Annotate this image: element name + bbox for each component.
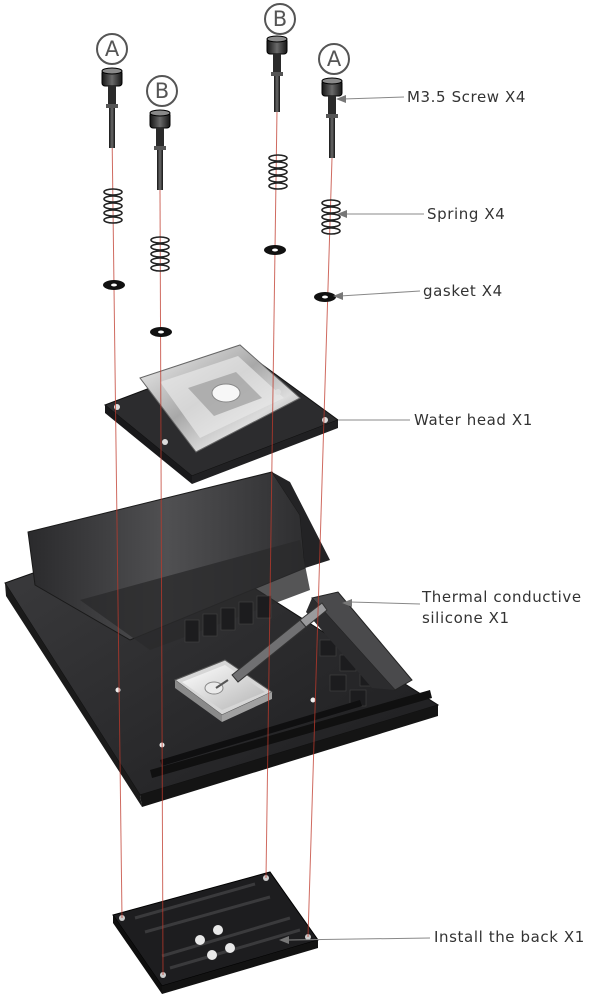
motherboard bbox=[4, 471, 440, 807]
gasket-b-left bbox=[150, 327, 172, 337]
screw-a-left bbox=[101, 67, 123, 148]
label-water-head: Water head X1 bbox=[414, 411, 533, 429]
guide-line-a-left bbox=[111, 129, 123, 919]
marker-a-right: A bbox=[318, 43, 350, 75]
screw-a-right bbox=[321, 77, 343, 158]
guide-line-b-left bbox=[159, 189, 164, 976]
leader-gasket bbox=[339, 290, 421, 297]
screw-b-left bbox=[149, 109, 171, 190]
gaskets bbox=[103, 245, 336, 337]
leader-arrowheads bbox=[279, 95, 352, 944]
marker-b-right: B bbox=[264, 3, 296, 35]
label-backplate: Install the back X1 bbox=[434, 928, 585, 946]
marker-a-left: A bbox=[96, 33, 128, 65]
gasket-a-right bbox=[314, 292, 336, 302]
label-thermal-line2: silicone X1 bbox=[422, 609, 510, 627]
guide-line-a-right bbox=[307, 157, 333, 938]
label-thermal-line1: Thermal conductive bbox=[422, 588, 582, 606]
water-block bbox=[104, 344, 340, 484]
leader-lines bbox=[287, 96, 431, 941]
marker-b-left: B bbox=[146, 75, 178, 107]
leader-screw bbox=[342, 96, 405, 100]
leader-thermal bbox=[349, 601, 421, 605]
label-gasket: gasket X4 bbox=[423, 282, 503, 300]
guide-line-b-right bbox=[265, 109, 278, 879]
alignment-guide-lines bbox=[111, 109, 333, 976]
cpu-with-thermal-paste bbox=[173, 659, 274, 722]
spring-b-left bbox=[150, 236, 170, 272]
backplate bbox=[112, 871, 319, 994]
label-screw: M3.5 Screw X4 bbox=[407, 88, 527, 106]
spring-a-left bbox=[103, 188, 123, 224]
spring-b-right bbox=[268, 154, 288, 190]
spring-a-right bbox=[321, 199, 341, 235]
leader-backplate bbox=[287, 937, 431, 941]
gasket-b-right bbox=[264, 245, 286, 255]
springs bbox=[103, 154, 341, 272]
screw-b-right bbox=[266, 35, 288, 112]
gasket-a-left bbox=[103, 280, 125, 290]
label-spring: Spring X4 bbox=[427, 205, 506, 223]
